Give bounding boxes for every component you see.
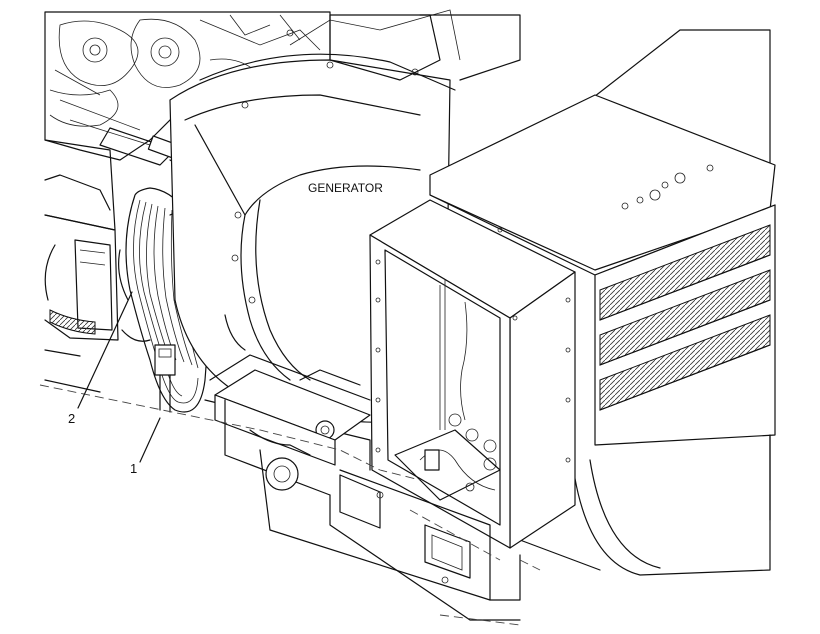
left-structure: [44, 139, 119, 341]
control-enclosure: [369, 199, 576, 549]
harness-connector: [154, 344, 176, 376]
leader-lines: [77, 291, 161, 463]
leader-line-1: [139, 417, 161, 463]
callout-2: 2: [68, 411, 75, 426]
leader-line-2: [77, 291, 133, 409]
callout-1: 1: [130, 461, 137, 476]
outlet-housing: [429, 29, 776, 576]
base-frame: [39, 314, 541, 626]
generator-label: GENERATOR: [308, 181, 383, 195]
